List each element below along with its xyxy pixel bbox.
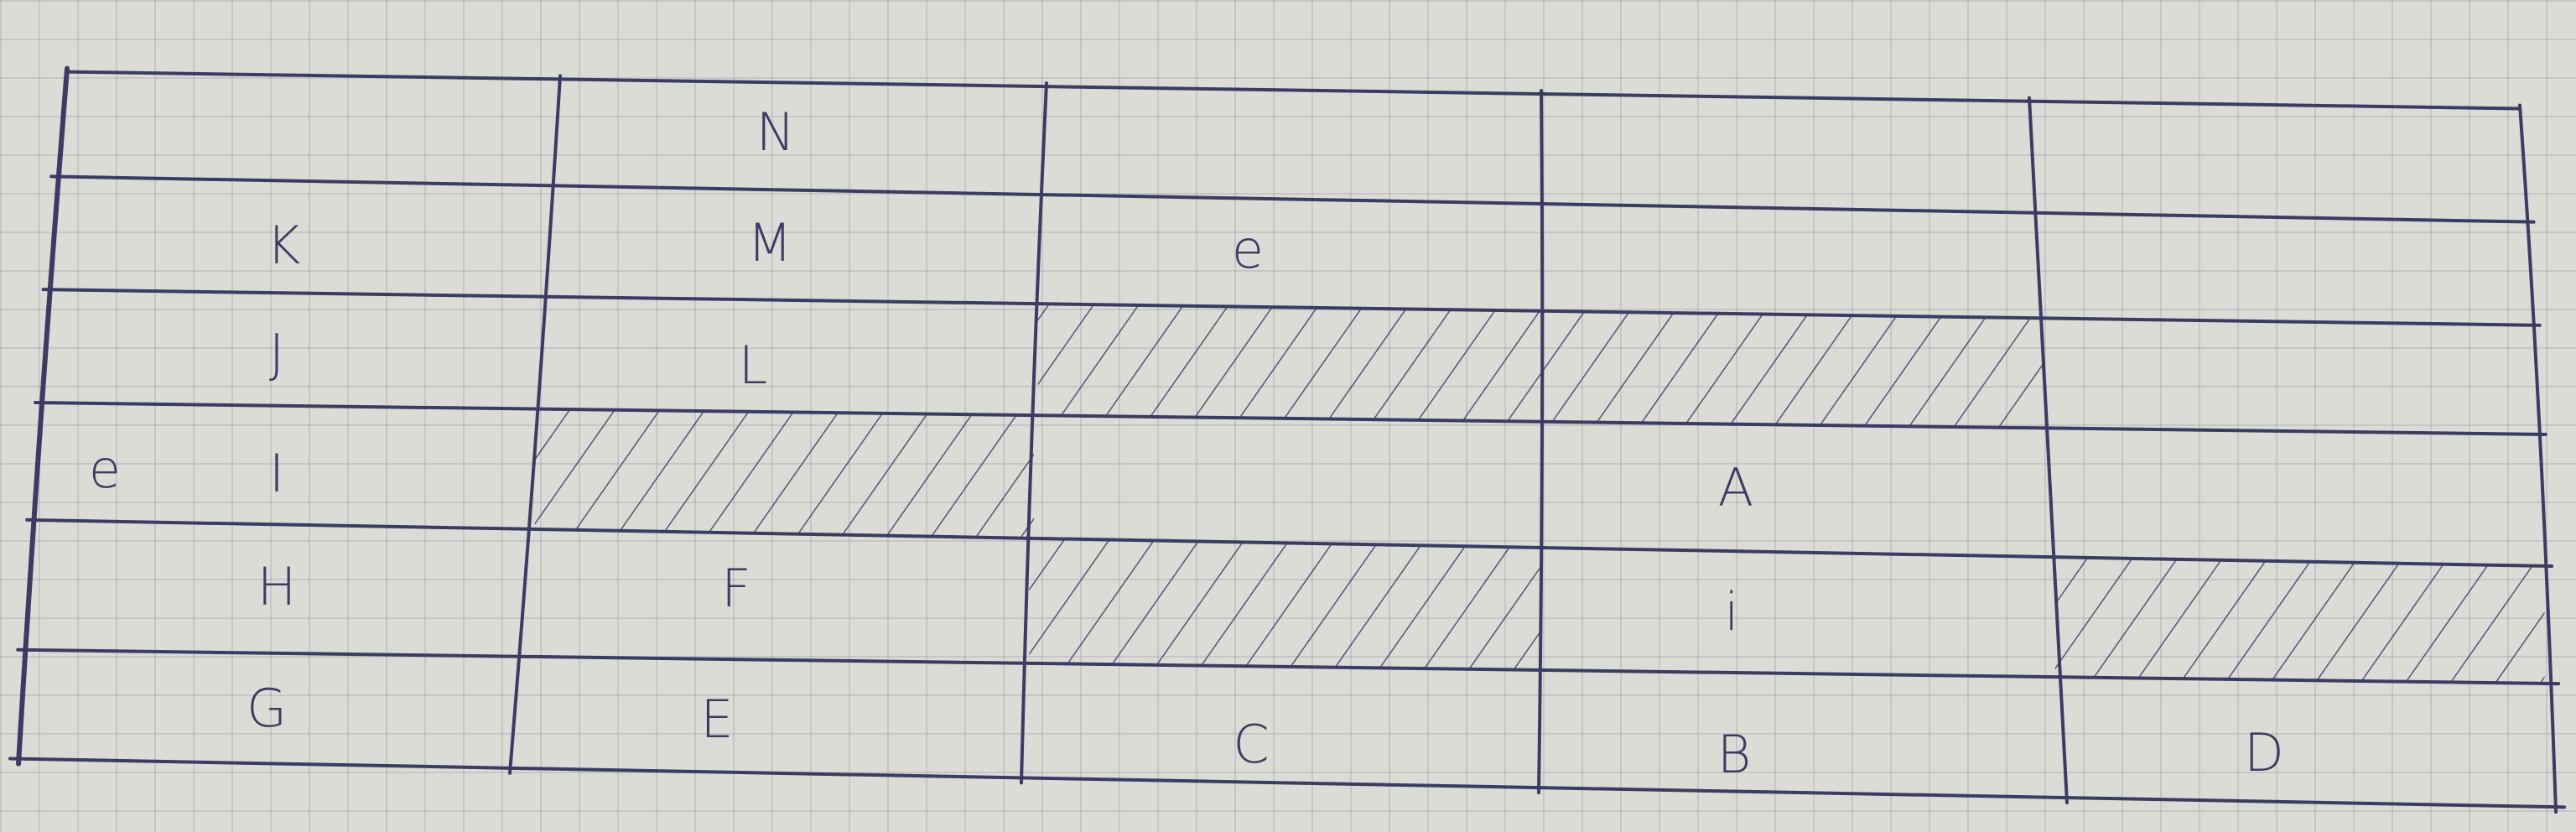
hatched-cell bbox=[1540, 310, 2043, 429]
row-line bbox=[34, 401, 2547, 436]
row-line bbox=[16, 647, 2561, 686]
hatched-cell bbox=[1037, 304, 1540, 422]
column-line bbox=[2028, 96, 2069, 805]
hatched-cell bbox=[534, 408, 1034, 538]
hatched-cell bbox=[1029, 538, 1540, 670]
column-line bbox=[1020, 81, 1048, 785]
column-line bbox=[1537, 88, 1545, 795]
hatched-cell bbox=[2054, 557, 2545, 684]
row-line bbox=[25, 517, 2554, 569]
column-line bbox=[2518, 103, 2558, 814]
column-line bbox=[508, 74, 562, 775]
row-line bbox=[65, 70, 2521, 111]
column-line bbox=[16, 65, 70, 767]
row-line bbox=[8, 757, 2566, 809]
hatched-cells bbox=[534, 304, 2545, 684]
row-line bbox=[49, 174, 2536, 224]
table-grid-lines bbox=[8, 65, 2566, 814]
row-line bbox=[41, 288, 2542, 327]
